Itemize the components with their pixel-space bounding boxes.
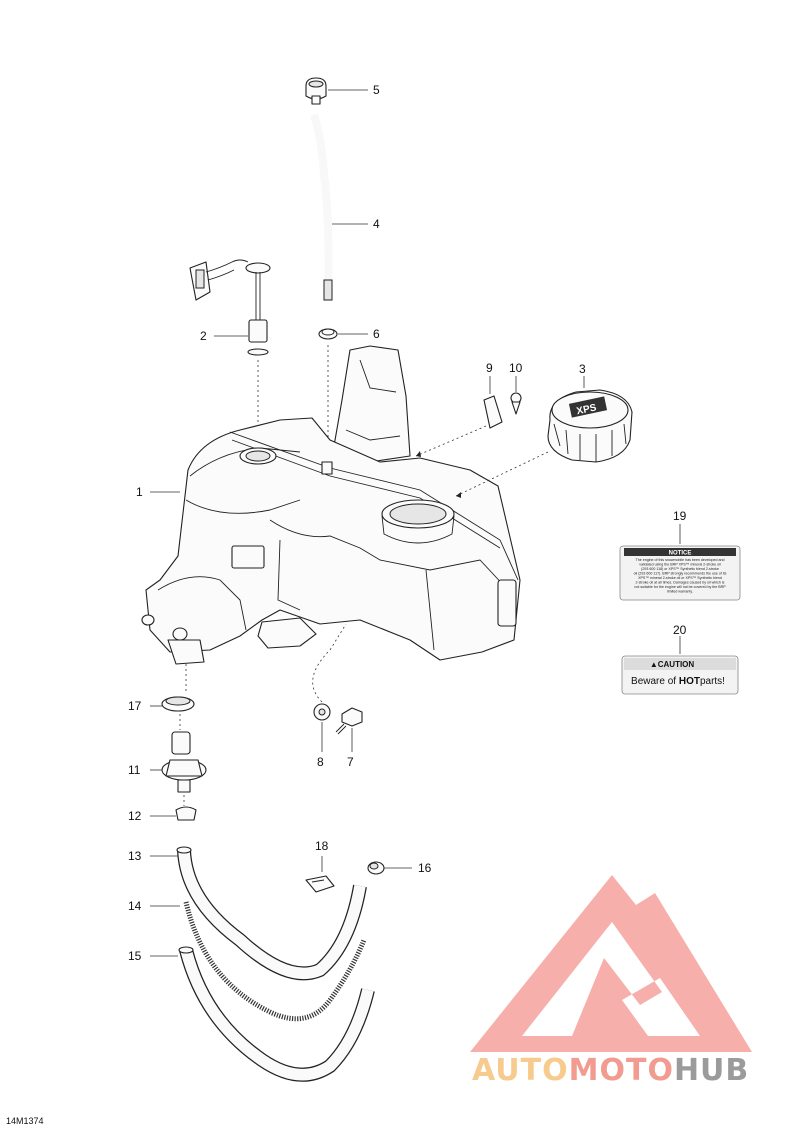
callout-3: 3 bbox=[579, 362, 586, 376]
callout-14: 14 bbox=[128, 899, 142, 913]
part-5-fitting bbox=[305, 77, 327, 105]
part-9-plate bbox=[415, 395, 503, 457]
notice-line-2: validated using the BRP XPS™ mineral 2-s… bbox=[639, 563, 721, 567]
callout-leaders bbox=[150, 89, 681, 957]
notice-heading: NOTICE bbox=[669, 551, 692, 557]
notice-line-8: limited warranty. bbox=[667, 590, 693, 594]
callout-7: 7 bbox=[347, 755, 354, 769]
callout-18: 18 bbox=[315, 839, 329, 853]
callout-20: 20 bbox=[673, 623, 687, 637]
decal-19-notice: NOTICE The engine of this snowmobile has… bbox=[619, 545, 741, 601]
callout-13: 13 bbox=[128, 849, 142, 863]
part-3-filler-cap: XPS bbox=[455, 389, 633, 498]
callout-17: 17 bbox=[128, 699, 142, 713]
callout-1: 1 bbox=[136, 485, 143, 499]
caution-message: Beware of HOTparts! bbox=[631, 676, 725, 687]
callout-9: 9 bbox=[486, 361, 493, 375]
notice-line-6: 2-stroke oil at all times. Damages cause… bbox=[636, 581, 725, 585]
watermark-triangle-logo bbox=[470, 875, 752, 1052]
part-15-hose bbox=[178, 946, 375, 1082]
callout-numbers: 1 2 3 4 5 6 7 8 9 10 11 12 13 14 15 16 1… bbox=[128, 83, 687, 963]
callout-2: 2 bbox=[200, 329, 207, 343]
callout-5: 5 bbox=[373, 83, 380, 97]
caution-heading: ▲CAUTION bbox=[650, 660, 695, 669]
callout-16: 16 bbox=[418, 861, 432, 875]
cap-logo-xps: XPS bbox=[568, 396, 608, 418]
decal-20-caution: ▲CAUTION Beware of HOTparts! bbox=[621, 655, 739, 695]
svg-text:AUTOMOTOHUB: AUTOMOTOHUB bbox=[472, 1053, 749, 1088]
part-13-hose bbox=[176, 846, 367, 981]
part-2-level-sensor bbox=[189, 259, 271, 448]
part-10-screw bbox=[510, 392, 522, 415]
notice-line-4: oil (293 600 117). BRP strongly recommen… bbox=[634, 572, 727, 576]
notice-line-7: not suitable for the engine will not be … bbox=[634, 585, 726, 589]
callout-11: 11 bbox=[128, 763, 141, 777]
part-8-washer bbox=[312, 623, 347, 721]
notice-line-1: The engine of this snowmobile has been d… bbox=[636, 558, 725, 562]
callout-10: 10 bbox=[509, 361, 523, 375]
callout-19: 19 bbox=[673, 509, 687, 523]
part-1-oil-tank bbox=[141, 345, 521, 694]
part-14-spring bbox=[183, 901, 367, 1022]
cap-logo-text: XPS bbox=[576, 402, 598, 417]
watermark-brand-auto: AUTO bbox=[472, 1053, 569, 1088]
part-11-check-valve bbox=[161, 731, 207, 806]
part-18-clip bbox=[305, 875, 335, 893]
callout-15: 15 bbox=[128, 949, 142, 963]
caution-text-prefix: Beware of bbox=[631, 676, 679, 687]
callout-6: 6 bbox=[373, 327, 380, 341]
part-4-vent-hose bbox=[310, 113, 333, 301]
callout-8: 8 bbox=[317, 755, 324, 769]
part-17-clamp bbox=[161, 696, 195, 730]
automotohub-watermark: AUTOMOTOHUB bbox=[470, 875, 752, 1088]
part-12-clip bbox=[175, 806, 197, 821]
part-16-clamp bbox=[367, 861, 385, 875]
notice-line-3: (293 600 118) or XPS™ Synthetic blend 2-… bbox=[641, 567, 719, 571]
caution-text-suffix: parts! bbox=[700, 676, 725, 687]
watermark-brand-moto: MOTO bbox=[569, 1053, 674, 1088]
caution-text-hot: HOT bbox=[679, 676, 700, 687]
part-7-bolt bbox=[335, 707, 363, 735]
callout-4: 4 bbox=[373, 217, 380, 231]
watermark-brand-hub: HUB bbox=[674, 1053, 749, 1088]
notice-line-5: XPS™ mineral 2-stroke oil or XPS™ Synthe… bbox=[638, 576, 722, 580]
callout-12: 12 bbox=[128, 809, 142, 823]
drawing-code: 14M1374 bbox=[6, 1116, 44, 1126]
